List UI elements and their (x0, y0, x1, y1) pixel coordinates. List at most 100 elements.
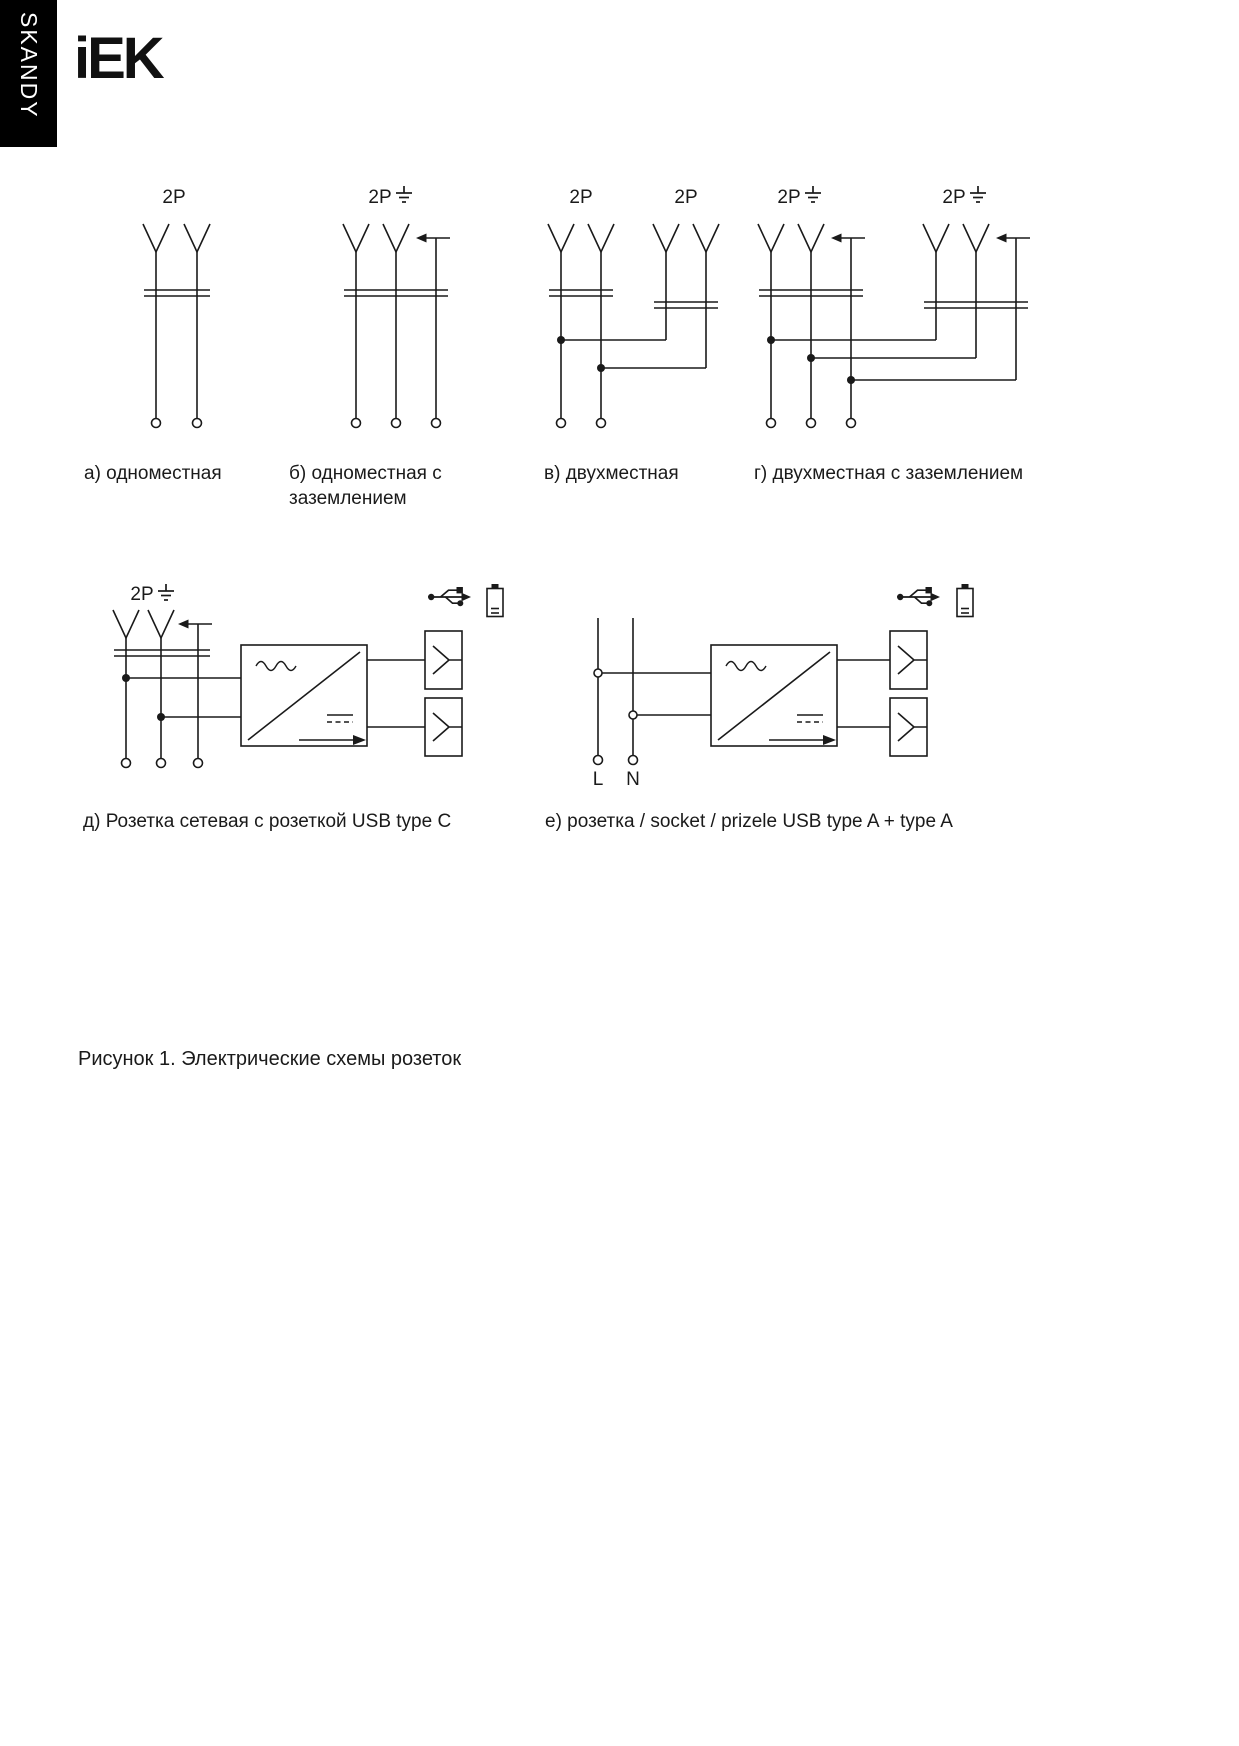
series-name: SKANDY (16, 12, 42, 119)
plug-pin-icon (757, 223, 785, 253)
terminal (627, 754, 639, 766)
pole-label: 2P (674, 187, 697, 208)
diagram-e-caption: е) розетка / socket / prizele USB type A… (545, 811, 953, 832)
terminal (390, 417, 402, 429)
plug-pin-icon (797, 223, 825, 253)
ground-icon (395, 185, 413, 203)
terminal (350, 417, 362, 429)
pole-wires (935, 238, 1017, 380)
diagram-b-caption: б) одноместная с заземлением (289, 463, 442, 509)
plug-pin-icon (342, 223, 370, 253)
tap-terminal (593, 668, 603, 678)
wire-group (142, 223, 211, 429)
brand-logo: iEK (74, 26, 165, 91)
plug-pin-icon (183, 223, 211, 253)
battery-icon (486, 583, 504, 618)
pole-label: 2P (368, 187, 391, 208)
mains-wires (597, 618, 634, 756)
contact-bar (924, 301, 1028, 309)
usb-output-port (889, 697, 928, 757)
power-converter-box (710, 644, 838, 747)
wire-group (342, 223, 451, 429)
usb-icon (427, 586, 472, 608)
usb-output-port (889, 630, 928, 690)
pole-wires (355, 238, 437, 419)
diagram-a-caption: а) одноместная (84, 463, 222, 484)
wire-group (757, 223, 1031, 429)
ground-icon (969, 185, 987, 203)
pole-wires (560, 252, 707, 419)
ground-icon (804, 185, 822, 203)
wire-group (547, 223, 720, 429)
ground-icon (157, 583, 175, 601)
contact-bar (549, 289, 613, 297)
contact-bar (114, 649, 210, 657)
diagram-d-caption: д) Розетка сетевая с розеткой USB type C (83, 811, 452, 832)
output-wires (367, 659, 425, 728)
pole-label: 2P (130, 584, 153, 605)
earth-contact-arrow-icon (415, 232, 451, 244)
earth-contact-arrow-icon (995, 232, 1031, 244)
series-tab: SKANDY (0, 0, 57, 147)
terminal (555, 417, 567, 429)
terminal (845, 417, 857, 429)
terminal (595, 417, 607, 429)
earth-contact-arrow-icon (177, 618, 213, 630)
supply-branches (126, 677, 241, 718)
plug-pin-icon (692, 223, 720, 253)
contact-bar (344, 289, 448, 297)
wire-group (592, 618, 890, 766)
terminal (592, 754, 604, 766)
bridge-wires (771, 339, 1016, 381)
terminal (805, 417, 817, 429)
schematic-double-socket-earthed: 2P 2P (757, 185, 1031, 429)
junction-dot (767, 336, 775, 344)
pole-label: 2P (942, 187, 965, 208)
terminal (120, 757, 132, 769)
contact-bar (654, 301, 718, 309)
usb-icon (896, 586, 941, 608)
plug-pin-icon (547, 223, 575, 253)
usb-output-port (424, 630, 463, 690)
pole-wires (125, 624, 199, 759)
neutral-terminal-label: N (626, 769, 640, 790)
plug-pin-icon (142, 223, 170, 253)
terminal (155, 757, 167, 769)
terminal (191, 417, 203, 429)
terminal (150, 417, 162, 429)
battery-icon (956, 583, 974, 618)
plug-pin-icon (962, 223, 990, 253)
junction-dot (847, 376, 855, 384)
schematic-double-socket: 2P 2P (547, 187, 720, 429)
plug-pin-icon (587, 223, 615, 253)
plug-pin-icon (922, 223, 950, 253)
tap-terminal (628, 710, 638, 720)
junction-dot (557, 336, 565, 344)
usb-output-port (424, 697, 463, 757)
bridge-wires (561, 339, 706, 369)
diagram-g-caption: г) двухместная с заземлением (754, 463, 1024, 484)
schematic-single-socket: 2P (142, 187, 211, 429)
plug-pin-icon (382, 223, 410, 253)
junction-dot (807, 354, 815, 362)
pole-label: 2P (162, 187, 185, 208)
junction-dot (157, 713, 165, 721)
power-converter-box (240, 644, 368, 747)
pole-label: 2P (569, 187, 592, 208)
schematic-socket-usb-a: L N (592, 583, 974, 790)
diagram-v-caption: в) двухместная (544, 463, 679, 484)
figure-caption: Рисунок 1. Электрические схемы розеток (78, 1048, 462, 1070)
plug-pin-icon (147, 609, 175, 639)
junction-dot (122, 674, 130, 682)
output-wires (837, 659, 890, 728)
pole-label: 2P (777, 187, 800, 208)
schematic-socket-usb-c: 2P (112, 583, 504, 769)
terminal (430, 417, 442, 429)
earth-contact-arrow-icon (830, 232, 866, 244)
schematic-single-socket-earthed: 2P (342, 185, 451, 429)
junction-dot (597, 364, 605, 372)
pole-wires (770, 238, 852, 419)
plug-pin-icon (652, 223, 680, 253)
terminal (192, 757, 204, 769)
